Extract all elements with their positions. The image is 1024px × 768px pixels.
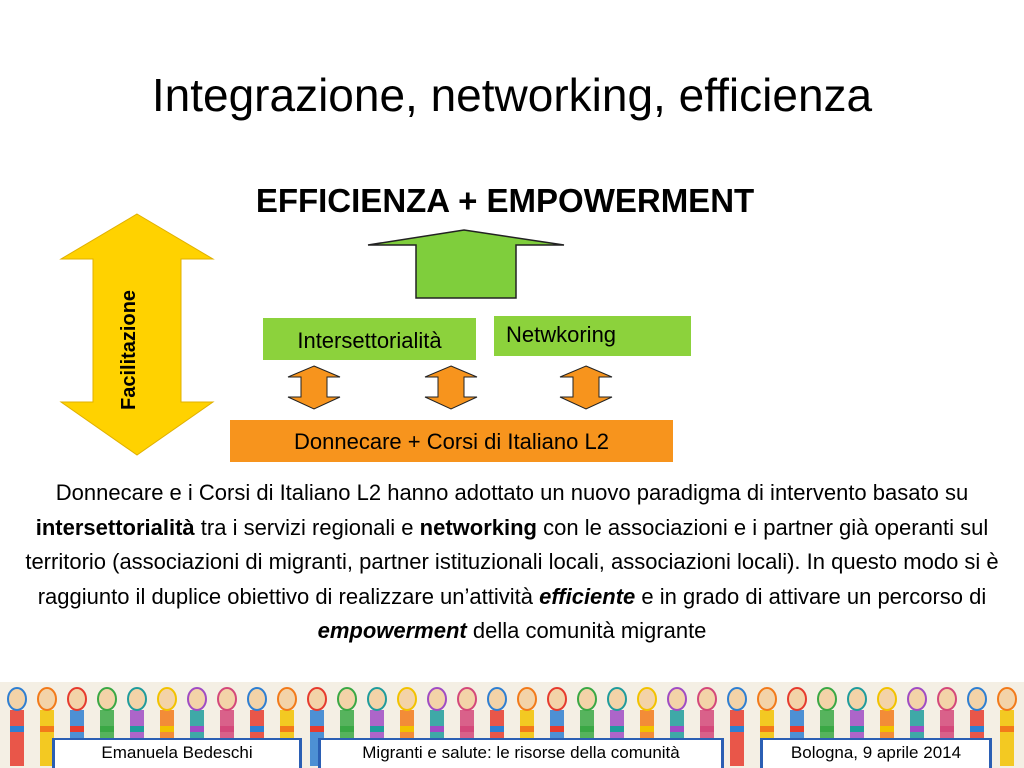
drawing-figure-head — [217, 687, 237, 711]
keyword-efficiente: efficiente — [539, 583, 636, 609]
drawing-figure-head — [67, 687, 87, 711]
double-arrow-middle — [424, 365, 478, 410]
drawing-figure-stripe — [880, 726, 894, 732]
drawing-figure-stripe — [730, 726, 744, 732]
drawing-figure-head — [397, 687, 417, 711]
drawing-figure-head — [637, 687, 657, 711]
paragraph-text-5: della comunità migrante — [466, 618, 707, 643]
drawing-figure-stripe — [550, 726, 564, 732]
drawing-figure-head — [727, 687, 747, 711]
networking-box: Netwkoring — [494, 316, 691, 356]
drawing-figure-head — [697, 687, 717, 711]
drawing-figure-stripe — [40, 726, 54, 732]
drawing-figure-head — [817, 687, 837, 711]
drawing-figure-stripe — [520, 726, 534, 732]
drawing-figure-head — [907, 687, 927, 711]
drawing-figure-head — [457, 687, 477, 711]
drawing-figure-head — [997, 687, 1017, 711]
drawing-figure-stripe — [130, 726, 144, 732]
paragraph-text-3: con le associazioni e i partner già oper… — [25, 514, 999, 609]
drawing-figure-head — [847, 687, 867, 711]
drawing-figure-stripe — [700, 726, 714, 732]
drawing-figure-head — [937, 687, 957, 711]
drawing-figure-head — [7, 687, 27, 711]
drawing-figure-head — [157, 687, 177, 711]
double-arrow-left — [287, 365, 341, 410]
facilitation-label: Facilitazione — [118, 289, 140, 410]
drawing-figure-head — [37, 687, 57, 711]
facilitation-double-arrow — [59, 213, 215, 456]
keyword-empowerment: empowerment — [317, 618, 467, 643]
drawing-figure-head — [277, 687, 297, 711]
drawing-figure-head — [967, 687, 987, 711]
drawing-figure-head — [427, 687, 447, 711]
drawing-figure-stripe — [790, 726, 804, 732]
drawing-figure-body — [10, 710, 24, 766]
donnecare-box: Donnecare + Corsi di Italiano L2 — [230, 420, 673, 462]
double-arrow-right — [559, 365, 613, 410]
drawing-figure-stripe — [220, 726, 234, 732]
keyword-intersettorialita: intersettorialità — [35, 514, 195, 540]
drawing-figure-head — [337, 687, 357, 711]
drawing-figure-stripe — [460, 726, 474, 732]
paragraph-text-4: e in grado di attivare un percorso di — [635, 583, 987, 609]
drawing-figure-head — [487, 687, 507, 711]
paragraph-text-2: tra i servizi regionali e — [194, 514, 420, 540]
slide-subtitle: EFFICIENZA + EMPOWERMENT — [255, 182, 755, 219]
paragraph-text-1: Donnecare e i Corsi di Italiano L2 hanno… — [55, 480, 969, 505]
drawing-figure-head — [547, 687, 567, 711]
drawing-figure-stripe — [670, 726, 684, 732]
intersettorialita-box: Intersettorialità — [263, 318, 476, 360]
drawing-figure-stripe — [820, 726, 834, 732]
drawing-figure-head — [517, 687, 537, 711]
drawing-figure-stripe — [190, 726, 204, 732]
drawing-figure-head — [367, 687, 387, 711]
keyword-networking: networking — [419, 514, 537, 540]
drawing-figure-head — [577, 687, 597, 711]
description-paragraph: Donnecare e i Corsi di Italiano L2 hanno… — [6, 476, 1018, 649]
drawing-figure-stripe — [370, 726, 384, 732]
drawing-figure-head — [667, 687, 687, 711]
drawing-figure-body — [1000, 710, 1014, 766]
slide-title: Integrazione, networking, efficienza — [151, 69, 873, 121]
drawing-figure-head — [127, 687, 147, 711]
drawing-figure-stripe — [970, 726, 984, 732]
footer-date-place: Bologna, 9 aprile 2014 — [760, 738, 992, 768]
drawing-figure-body — [40, 710, 54, 766]
drawing-figure-head — [757, 687, 777, 711]
drawing-figure-stripe — [70, 726, 84, 732]
drawing-figure-head — [97, 687, 117, 711]
drawing-figure-head — [187, 687, 207, 711]
footer-event: Migranti e salute: le risorse della comu… — [318, 738, 724, 768]
drawing-figure-stripe — [400, 726, 414, 732]
drawing-figure-stripe — [340, 726, 354, 732]
drawing-figure-stripe — [580, 726, 594, 732]
diagram — [59, 213, 613, 456]
footer-author: Emanuela Bedeschi — [52, 738, 302, 768]
drawing-figure-stripe — [310, 726, 324, 732]
up-arrow — [367, 229, 565, 299]
drawing-figure-stripe — [850, 726, 864, 732]
drawing-figure-stripe — [1000, 726, 1014, 732]
drawing-figure-stripe — [640, 726, 654, 732]
drawing-figure-stripe — [10, 726, 24, 732]
drawing-figure-stripe — [100, 726, 114, 732]
drawing-figure-head — [607, 687, 627, 711]
drawing-figure-stripe — [760, 726, 774, 732]
drawing-figure-stripe — [160, 726, 174, 732]
drawing-figure-head — [877, 687, 897, 711]
drawing-figure-stripe — [490, 726, 504, 732]
drawing-figure-head — [787, 687, 807, 711]
drawing-figure-head — [247, 687, 267, 711]
drawing-figure-stripe — [940, 726, 954, 732]
drawing-figure-stripe — [610, 726, 624, 732]
drawing-figure-stripe — [430, 726, 444, 732]
drawing-figure-stripe — [910, 726, 924, 732]
drawing-figure-stripe — [250, 726, 264, 732]
drawing-figure-head — [307, 687, 327, 711]
drawing-figure-stripe — [280, 726, 294, 732]
drawing-figure-body — [730, 710, 744, 766]
